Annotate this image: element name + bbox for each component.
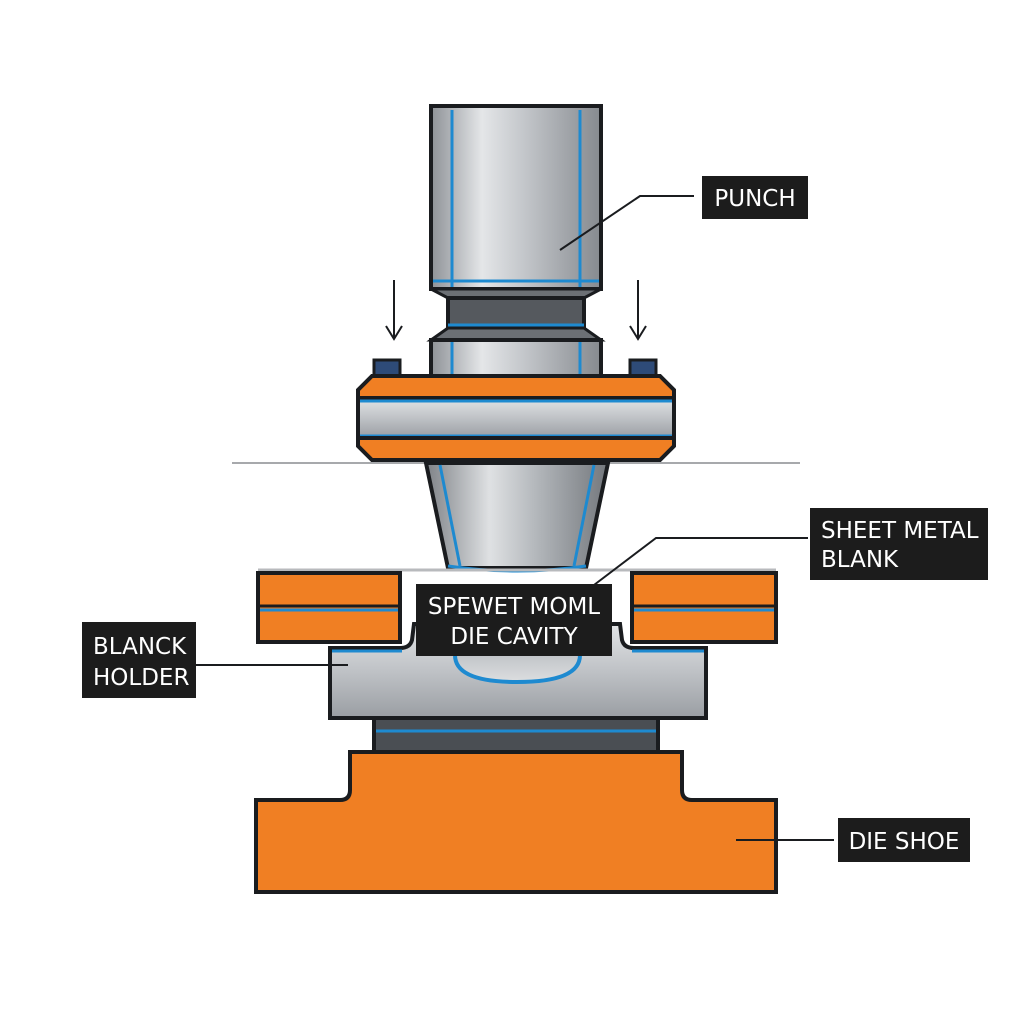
punch: [426, 104, 606, 378]
label-blank-holder-line1: BLANCK: [93, 634, 187, 660]
blank-holder: [256, 571, 778, 644]
label-die-shoe-text: DIE SHOE: [849, 829, 960, 855]
clamp-plate: [356, 358, 676, 462]
label-punch-text: PUNCH: [714, 186, 795, 212]
label-sheet-metal-line1: SHEET METAL: [821, 518, 979, 544]
label-sheet-metal-blank: SHEET METAL BLANK: [810, 508, 988, 580]
label-die-shoe: DIE SHOE: [838, 818, 970, 862]
label-sheet-metal-line2: BLANK: [821, 547, 899, 573]
punch-body: [429, 104, 603, 291]
leader-sheet-metal: [593, 537, 808, 586]
down-arrow-icon: [385, 280, 403, 341]
die-shoe: [254, 750, 778, 894]
down-arrow-icon: [629, 280, 647, 341]
punch-nose: [423, 461, 611, 573]
label-die-cavity-line2: DIE CAVITY: [450, 624, 578, 650]
spacer-plate: [372, 716, 660, 754]
punch-collar: [429, 338, 603, 378]
label-die-cavity: SPEWET MOML DIE CAVITY: [416, 584, 612, 656]
label-die-cavity-line1: SPEWET MOML: [428, 594, 600, 620]
label-blank-holder-line2: HOLDER: [93, 665, 189, 691]
label-punch: PUNCH: [702, 176, 808, 219]
label-blank-holder: BLANCK HOLDER: [82, 622, 196, 698]
leader-punch: [559, 195, 694, 251]
